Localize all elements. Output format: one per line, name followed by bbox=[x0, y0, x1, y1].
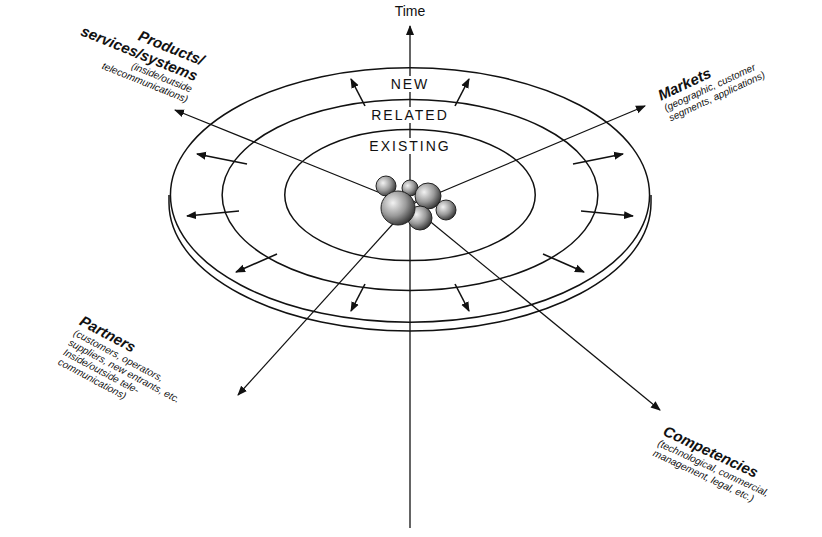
label-group: Markets(geographic, customer segments, a… bbox=[655, 27, 803, 124]
ring-label-holder: RELATED bbox=[221, 106, 599, 124]
growth-arrows bbox=[187, 79, 633, 311]
core-cluster bbox=[376, 176, 456, 230]
label-group: Products/ services/systems(inside/outsid… bbox=[65, 4, 207, 105]
time-axis bbox=[409, 26, 410, 528]
sphere bbox=[436, 200, 456, 220]
ring-label-holder: NEW bbox=[169, 75, 651, 93]
competencies-axis bbox=[410, 205, 660, 410]
ring-label: NEW bbox=[388, 76, 433, 92]
axis-label: Time bbox=[370, 3, 450, 19]
ring-band: EXISTING bbox=[284, 129, 536, 261]
label-group: Partners(customers, operators, suppliers… bbox=[56, 312, 208, 432]
ring-ellipse bbox=[285, 129, 535, 260]
ring-label: RELATED bbox=[368, 107, 452, 123]
growth-arrow bbox=[236, 254, 277, 272]
ring-ellipse bbox=[222, 100, 598, 291]
growth-arrow bbox=[187, 211, 239, 216]
partners-axis bbox=[238, 205, 410, 395]
growth-arrow bbox=[543, 254, 584, 272]
ring-label: EXISTING bbox=[366, 138, 453, 154]
ring-outline bbox=[169, 67, 651, 323]
ring-label-holder: EXISTING bbox=[284, 137, 536, 155]
sphere bbox=[381, 191, 415, 225]
ring-ellipse bbox=[170, 68, 649, 322]
ring-band: NEW RELATED EXISTING bbox=[169, 67, 651, 323]
label-group: Time bbox=[370, 3, 450, 19]
growth-arrow bbox=[581, 211, 633, 216]
label-group: Competencies(technological, commercial, … bbox=[652, 422, 791, 514]
ring-outline bbox=[221, 99, 599, 291]
ring-band: RELATED EXISTING bbox=[221, 99, 599, 291]
